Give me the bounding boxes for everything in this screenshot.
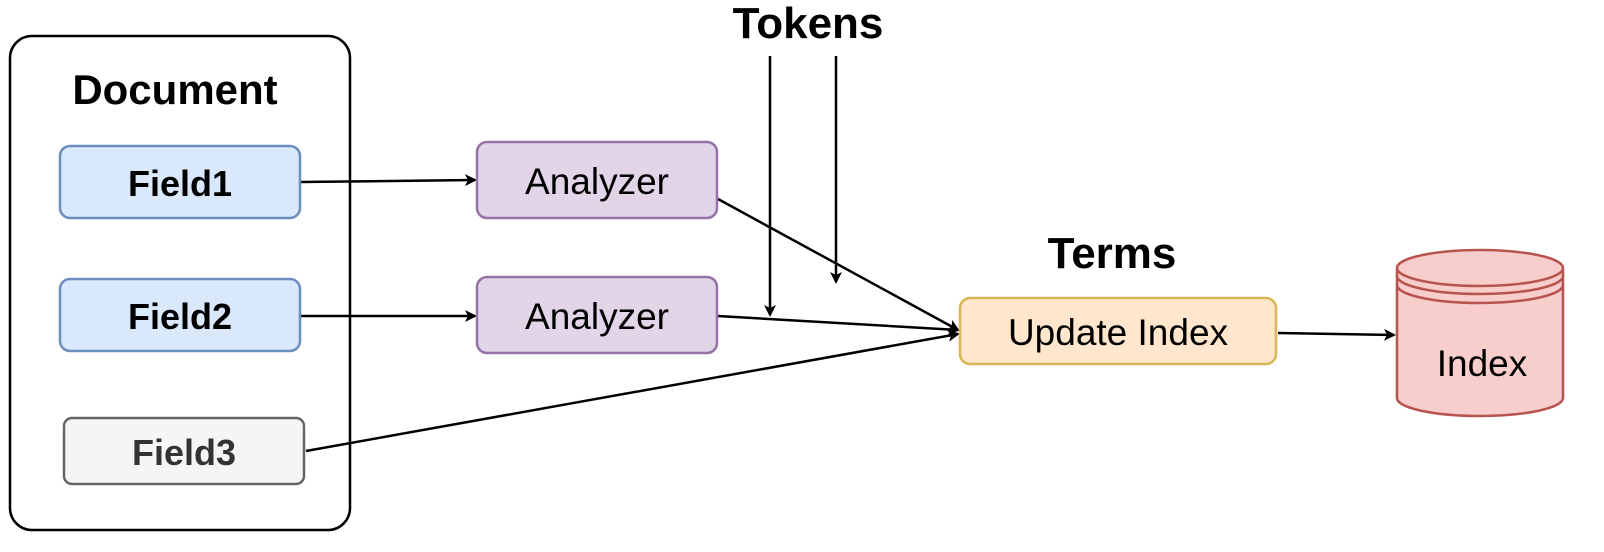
field2-label: Field2 xyxy=(128,296,232,337)
analyzer1-node: Analyzer xyxy=(475,140,719,220)
document-title: Document xyxy=(72,66,277,113)
analyzer2-to-update-index-arrow xyxy=(717,314,960,336)
index-cylinder-top xyxy=(1395,248,1565,288)
field3-label: Field3 xyxy=(132,432,236,473)
update-index-to-index-arrow xyxy=(1277,328,1396,341)
index-database: Index xyxy=(1395,248,1565,418)
field1-label: Field1 xyxy=(128,163,232,204)
field3-to-update-index-arrow xyxy=(305,329,960,453)
analyzer2-box xyxy=(475,275,719,355)
update-index-node: Update Index xyxy=(958,296,1278,366)
field3-box xyxy=(62,416,306,486)
update-index-box xyxy=(958,296,1278,366)
field1-to-analyzer1-arrow xyxy=(299,174,477,187)
index-cylinder-ring-1 xyxy=(1395,275,1565,296)
field1-box xyxy=(58,144,302,220)
field2-node: Field2 xyxy=(58,277,302,353)
index-cylinder-body xyxy=(1395,268,1565,418)
analyzer2-node: Analyzer xyxy=(475,275,719,355)
terms-title: Terms xyxy=(1048,229,1177,278)
analyzer1-to-update-index-arrow xyxy=(717,197,960,332)
field1-node: Field1 xyxy=(58,144,302,220)
update-index-label: Update Index xyxy=(1008,312,1229,353)
index-label: Index xyxy=(1437,343,1528,384)
analyzer1-label: Analyzer xyxy=(525,161,669,202)
analyzer2-label: Analyzer xyxy=(525,296,669,337)
index-cylinder-ring-2 xyxy=(1395,284,1565,305)
analyzer1-box xyxy=(475,140,719,220)
connectors xyxy=(299,56,1396,453)
tokens-title: Tokens xyxy=(733,0,884,48)
field3-node: Field3 xyxy=(62,416,306,486)
field2-box xyxy=(58,277,302,353)
